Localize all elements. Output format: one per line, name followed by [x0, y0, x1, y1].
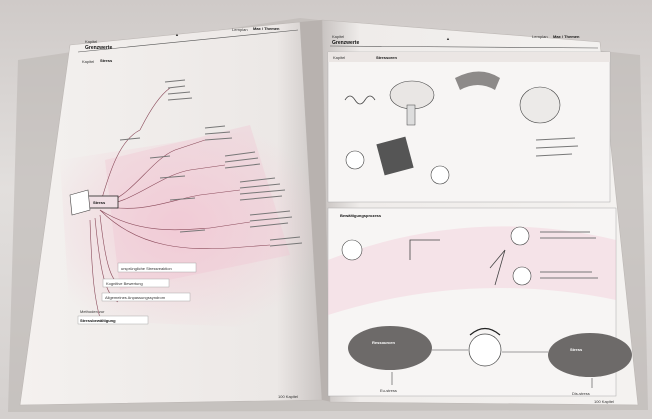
oval-left-title: Ressourcen — [372, 340, 395, 345]
left-page: Kapitel Grenzwerte ▲ Lernplan Max / Them… — [20, 22, 322, 405]
bottom-item-5: Stressbewältigung — [80, 318, 116, 323]
left-page-marker: ▲ — [175, 32, 179, 37]
center-node-label: Stress — [93, 200, 106, 205]
negative-face-icon — [513, 267, 531, 285]
left-footer: 100 Kapitel — [278, 394, 298, 399]
right-page-marker: ▲ — [446, 36, 450, 41]
oval-right-title: Stress — [570, 347, 583, 352]
resources-oval — [348, 326, 432, 370]
right-header-small: Kapitel — [332, 34, 344, 39]
right-page: Kapitel Grenzwerte ▲ Lernplan Max / Them… — [322, 20, 638, 405]
person-face-icon — [342, 240, 362, 260]
face-icon-right — [431, 166, 449, 184]
worried-face-icon — [469, 334, 501, 366]
outcome-left: Eu-stress — [380, 388, 397, 393]
left-header-title: Grenzwerte — [85, 45, 112, 51]
positive-face-icon — [511, 227, 529, 245]
right-header-right: Max / Themen — [553, 34, 580, 39]
left-header-small: Kapitel — [85, 39, 97, 44]
right-header-prefix: Lernplan — [532, 34, 548, 39]
stress-oval — [548, 333, 632, 377]
panel2-title: Bewältigungsprozess — [340, 213, 382, 218]
bottom-item-2: Kognitive Bewertung — [106, 281, 143, 286]
right-footer: 100 Kapitel — [594, 399, 614, 404]
bottom-item-1: ursprüngliche Stressreaktion — [121, 266, 172, 271]
panel1-label: Kapitel — [333, 55, 345, 60]
face-icon-left — [346, 151, 364, 169]
left-header-prefix: Lernplan — [232, 27, 248, 32]
stressors-panel-header — [328, 52, 610, 62]
bottom-item-4: Methoden zur — [80, 309, 105, 314]
bottom-item-3: Allgemeines Anpassungssyndrom — [105, 295, 166, 300]
left-section-title: Stress — [100, 58, 113, 63]
panel1-title: Stressoren — [376, 55, 397, 60]
left-section-label: Kapitel — [82, 59, 94, 64]
left-header-right: Max / Themen — [253, 26, 280, 31]
body-icon — [520, 87, 560, 123]
right-header-title: Grenzwerte — [332, 40, 359, 46]
outcome-right: Dis-stress — [572, 391, 590, 396]
